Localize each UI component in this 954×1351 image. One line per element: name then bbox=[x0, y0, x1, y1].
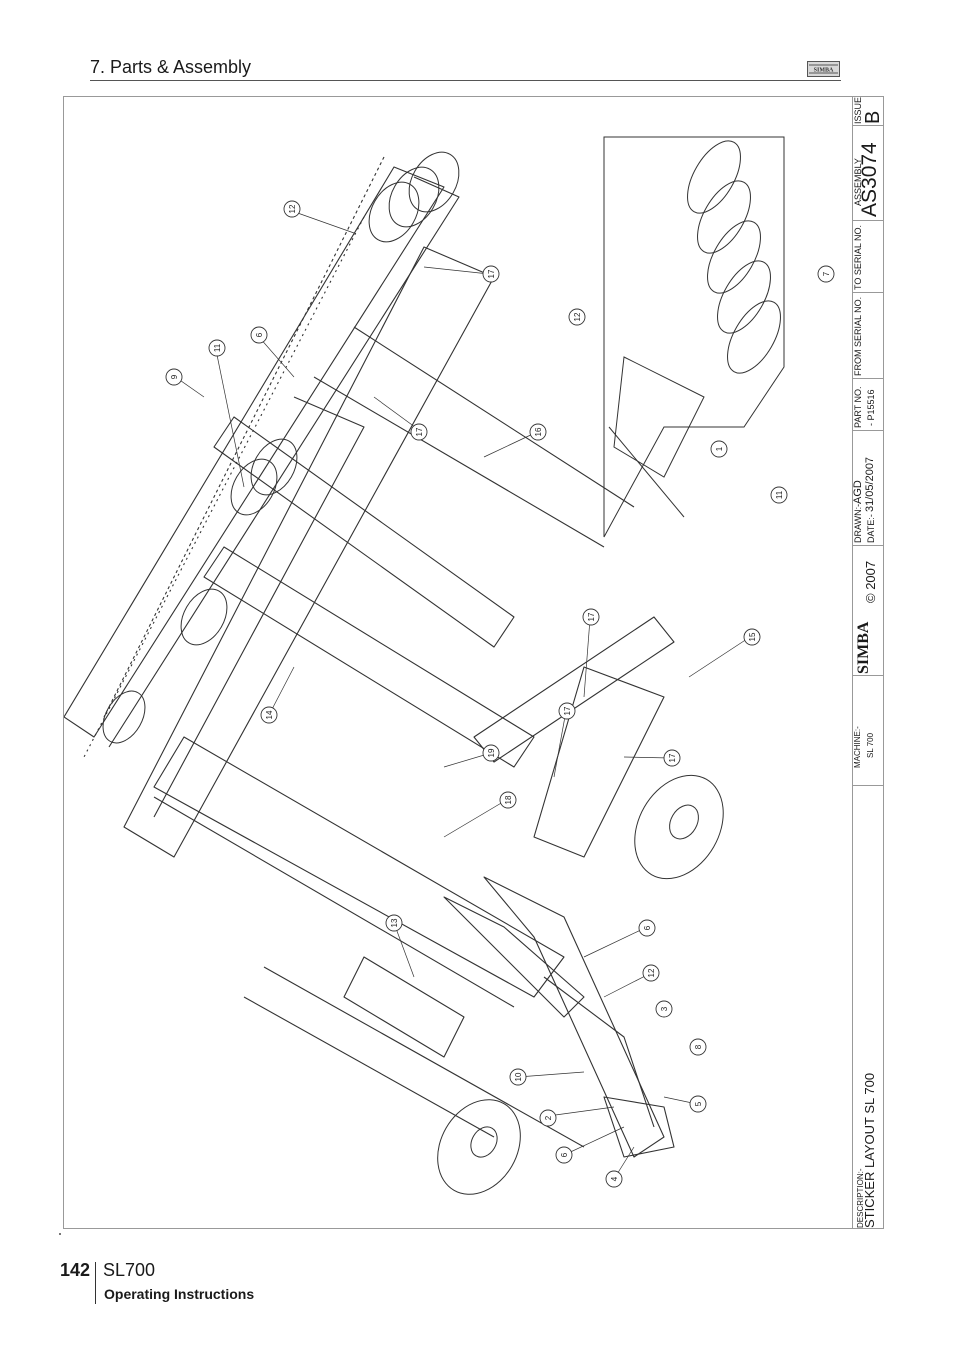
callout-label: 6 bbox=[255, 332, 264, 337]
hitch-plate bbox=[603, 1096, 675, 1158]
callout-label: 16 bbox=[534, 427, 543, 436]
drawn-label: DRAWN:- bbox=[853, 503, 863, 543]
machine-value: SL 700 bbox=[866, 732, 875, 758]
callout-label: 18 bbox=[504, 795, 513, 804]
callout-label: 14 bbox=[265, 710, 274, 719]
callout-label: 17 bbox=[487, 269, 496, 278]
machine-label: MACHINE:- bbox=[853, 726, 862, 768]
callout-label: 12 bbox=[573, 312, 582, 321]
callout-label: 15 bbox=[748, 632, 757, 641]
title-block bbox=[852, 96, 884, 1229]
margin-dot bbox=[59, 1233, 61, 1235]
callout-label: 12 bbox=[288, 204, 297, 213]
cross-beam bbox=[153, 736, 565, 998]
drawbar bbox=[483, 876, 665, 1158]
callout-label: 1 bbox=[715, 446, 724, 451]
footer-divider bbox=[95, 1262, 96, 1304]
transport-wheel bbox=[437, 1099, 521, 1195]
callout-bubble bbox=[283, 200, 301, 218]
front-frame-rail bbox=[64, 166, 445, 738]
disc-blade bbox=[408, 151, 460, 213]
from-serial-label: FROM SERIAL NO. bbox=[853, 296, 863, 376]
document-subtitle: Operating Instructions bbox=[104, 1286, 255, 1302]
callout-label: 13 bbox=[390, 918, 399, 927]
callout-label: 17 bbox=[587, 612, 596, 621]
section-title: 7. Parts & Assembly bbox=[90, 57, 252, 77]
callout-label: 9 bbox=[170, 374, 179, 379]
date-value: 31/05/2007 bbox=[864, 456, 876, 512]
logo-text: SIMBA bbox=[814, 68, 834, 74]
callout-label: 6 bbox=[643, 925, 652, 930]
header-rule bbox=[90, 80, 841, 81]
part-no-label: PART NO. bbox=[853, 386, 863, 428]
callout-label: 17 bbox=[415, 427, 424, 436]
callout-label: 6 bbox=[560, 1152, 569, 1157]
simba-logo-icon: SIMBA bbox=[807, 61, 840, 77]
brand-logo: SIMBA bbox=[855, 621, 872, 674]
drawing-frame bbox=[63, 96, 884, 1229]
callout-label: 7 bbox=[822, 271, 831, 276]
callout-label: 19 bbox=[487, 748, 496, 757]
callout-label: 5 bbox=[694, 1101, 703, 1106]
transport-wheel bbox=[634, 774, 724, 880]
callout-label: 17 bbox=[668, 753, 677, 762]
callout-label: 2 bbox=[544, 1115, 553, 1120]
part-no-value: - P15516 bbox=[866, 389, 876, 426]
callout-label: 12 bbox=[647, 968, 656, 977]
callout-label: 3 bbox=[660, 1006, 669, 1011]
callout-label: 17 bbox=[563, 706, 572, 715]
callout-label: 11 bbox=[775, 490, 784, 499]
parts-drawing: 12 17 6 11 9 17 16 7 12 1 11 17 15 14 17… bbox=[64, 136, 835, 1195]
callout-label: 10 bbox=[514, 1072, 523, 1081]
to-serial-label: TO SERIAL NO. bbox=[853, 224, 863, 290]
inner-frame-rail bbox=[123, 246, 495, 858]
description-value: STICKER LAYOUT SL 700 bbox=[862, 1072, 877, 1228]
inset-detail-view bbox=[603, 136, 785, 538]
callout-label: 8 bbox=[694, 1044, 703, 1049]
callout-label: 4 bbox=[610, 1176, 619, 1181]
date-label: DATE:- bbox=[866, 514, 876, 543]
product-name: SL700 bbox=[103, 1260, 156, 1280]
assembly-number: AS3074 bbox=[858, 142, 881, 217]
issue-value: B bbox=[862, 110, 884, 124]
copyright: © 2007 bbox=[863, 560, 878, 603]
page-number: 142 bbox=[60, 1260, 91, 1280]
callout-label: 11 bbox=[213, 343, 222, 352]
centre-beam bbox=[213, 416, 515, 648]
drawn-value: AGD bbox=[852, 480, 864, 504]
